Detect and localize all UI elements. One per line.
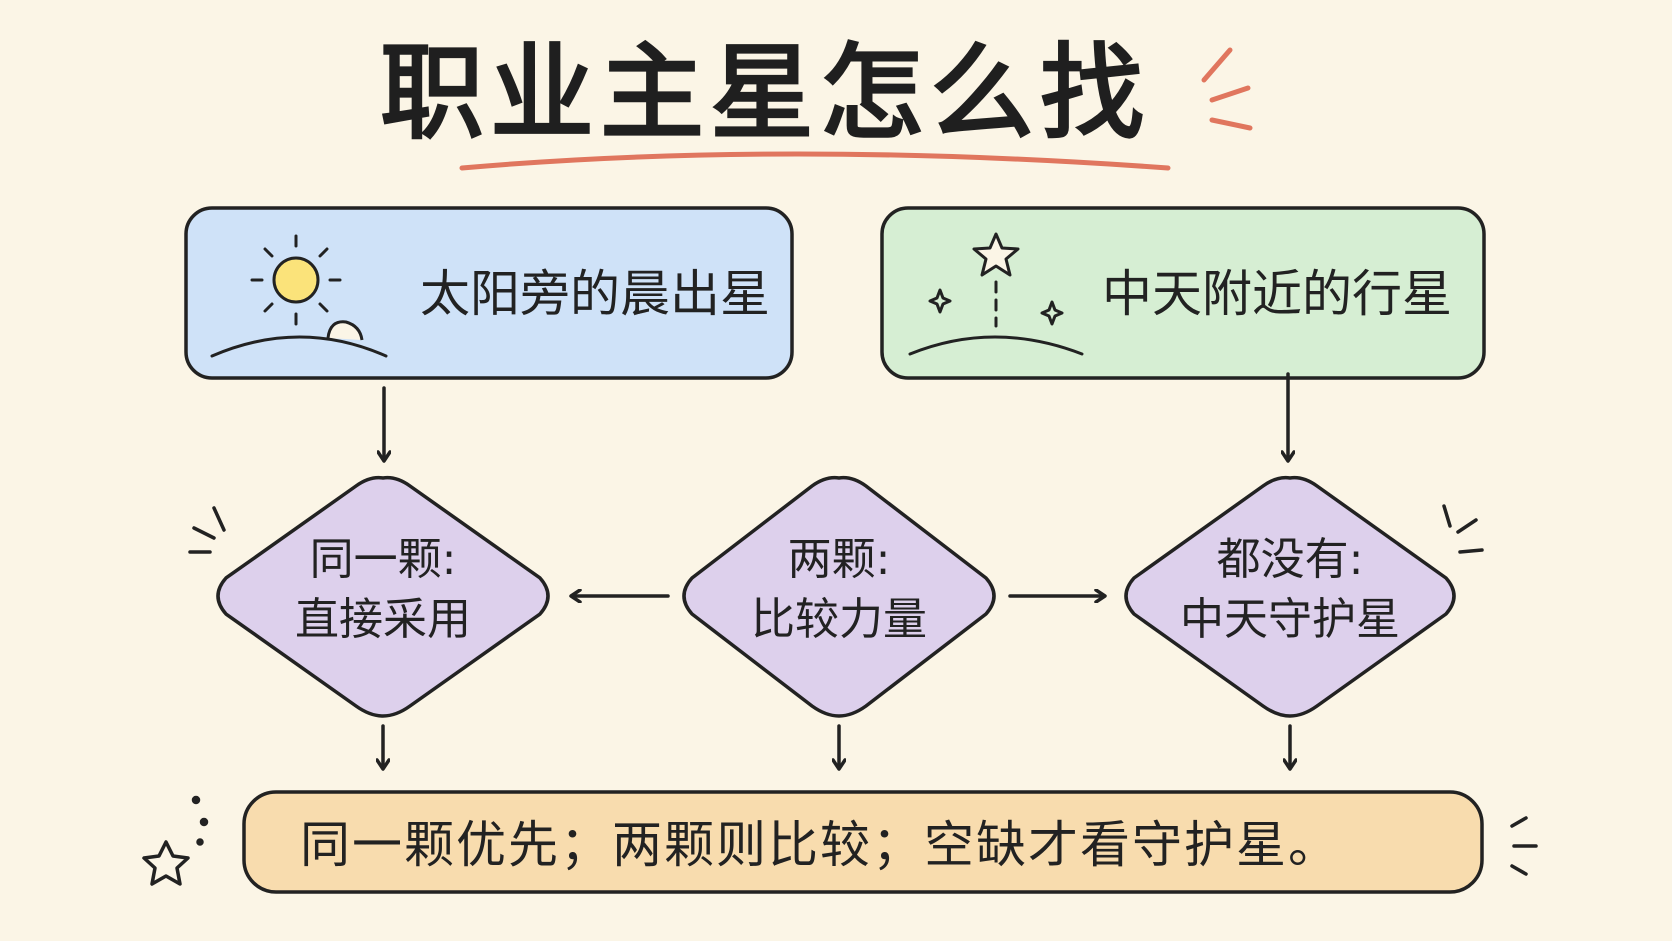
top-box-left-label: 太阳旁的晨出星 [420, 265, 770, 323]
decision-center-label: 两颗: 比较力量 [699, 530, 979, 650]
top-box-right [880, 206, 1486, 380]
sparkle-bottom-right-icon [1510, 816, 1538, 876]
decision-center-line1: 两颗: [787, 534, 891, 585]
diamond-right [1124, 475, 1456, 718]
summary-text: 同一颗优先；两颗则比较；空缺才看守护星。 [300, 816, 1340, 874]
sun-rising-icon [210, 234, 388, 358]
title-underline [459, 151, 1171, 171]
star-midheaven-icon [908, 232, 1084, 356]
summary-box [242, 790, 1484, 894]
decision-right-line1: 都没有: [1216, 534, 1364, 585]
decision-left-line1: 同一颗: [309, 534, 457, 585]
decision-left-line2: 直接采用 [295, 594, 471, 645]
top-box-right-label: 中天附近的行星 [1102, 265, 1452, 323]
sparkle-left-icon [188, 506, 226, 554]
diamond-left [216, 475, 550, 718]
decision-left-label: 同一颗: 直接采用 [243, 530, 523, 650]
decision-center-line2: 比较力量 [751, 594, 927, 645]
decision-right-line2: 中天守护星 [1180, 594, 1400, 645]
title-sparkle-icon [1201, 47, 1253, 131]
decision-right-label: 都没有: 中天守护星 [1150, 530, 1430, 650]
sparkle-right-icon [1442, 504, 1484, 554]
page-title: 职业主星怎么找 [380, 32, 1151, 154]
diamond-center [682, 475, 996, 718]
star-doodle-icon [142, 795, 209, 886]
